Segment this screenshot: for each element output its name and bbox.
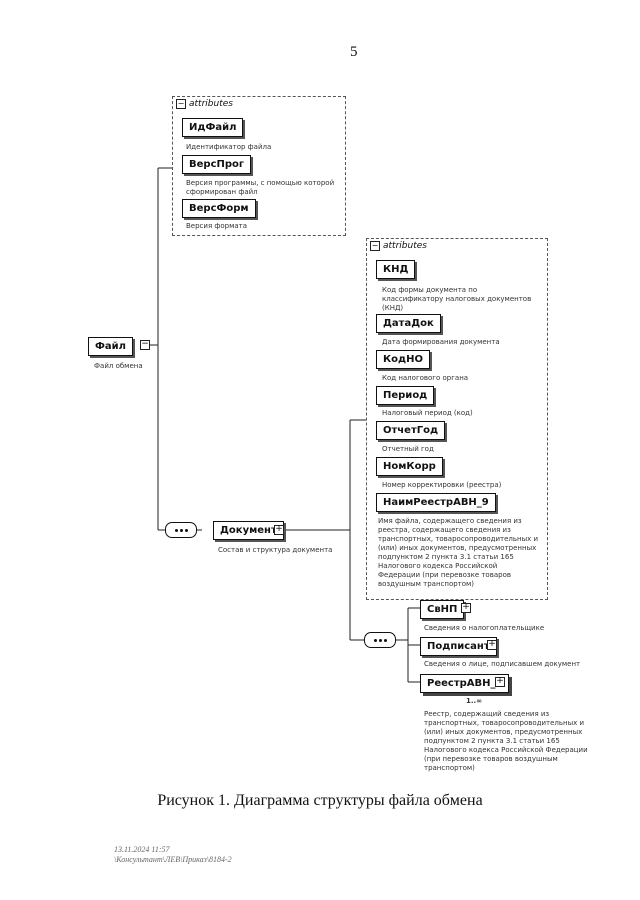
attr-datadok[interactable]: ДатаДок xyxy=(376,314,441,333)
multiplicity-label: 1..∞ xyxy=(466,697,483,705)
element-podpisant[interactable]: Подписант xyxy=(420,637,497,656)
element-svnp-desc: Сведения о налогоплательщике xyxy=(424,624,545,632)
attr-kodno[interactable]: КодНО xyxy=(376,350,430,369)
attr-versform[interactable]: ВерсФорм xyxy=(182,199,256,218)
attr-otchetgod[interactable]: ОтчетГод xyxy=(376,421,446,440)
attr-period-desc: Налоговый период (код) xyxy=(382,409,473,417)
attr-nomkorr-desc: Номер корректировки (реестра) xyxy=(382,481,502,489)
sequence-compositor[interactable] xyxy=(165,522,197,538)
collapse-icon[interactable]: − xyxy=(176,99,186,109)
attr-knd[interactable]: КНД xyxy=(376,260,416,279)
element-reestravn9-desc: Реестр, содержащий сведения из транспорт… xyxy=(424,710,588,772)
expand-icon[interactable]: + xyxy=(274,524,284,535)
page-number: 5 xyxy=(350,44,358,60)
root-element-desc: Файл обмена xyxy=(94,362,143,370)
root-element-label: Файл xyxy=(95,341,126,352)
attr-versprog[interactable]: ВерсПрог xyxy=(182,155,252,174)
expand-icon[interactable]: + xyxy=(461,602,471,613)
attr-naimreestr[interactable]: НаимРеестрАВН_9 xyxy=(376,493,496,512)
figure-caption: Рисунок 1. Диаграмма структуры файла обм… xyxy=(157,792,483,809)
file-attributes-header[interactable]: − attributes xyxy=(173,97,345,111)
expand-icon[interactable]: + xyxy=(487,639,497,650)
attributes-label: attributes xyxy=(189,99,233,109)
attr-kodno-desc: Код налогового органа xyxy=(382,374,469,382)
document-attributes-header[interactable]: − attributes xyxy=(367,239,547,253)
attr-versprog-desc: Версия программы, с помощью которой сфор… xyxy=(186,179,335,196)
document-attributes-box: − attributes xyxy=(366,238,548,600)
element-podpisant-desc: Сведения о лице, подписавшем документ xyxy=(424,660,581,668)
attr-nomkorr[interactable]: НомКорр xyxy=(376,457,443,476)
attributes-label: attributes xyxy=(383,241,427,251)
root-element-fail[interactable]: Файл xyxy=(88,337,133,356)
expand-icon[interactable]: + xyxy=(495,676,505,687)
print-stamp: 13.11.2024 11:57 \Консультант\ЛЕВ\Приказ… xyxy=(114,845,232,865)
attr-idfail-desc: Идентификатор файла xyxy=(186,143,272,151)
attr-datadok-desc: Дата формирования документа xyxy=(382,338,500,346)
element-reestravn9[interactable]: РеестрАВН_9 xyxy=(420,674,510,693)
attr-period[interactable]: Период xyxy=(376,386,435,405)
attr-idfail[interactable]: ИдФайл xyxy=(182,118,244,137)
attr-naimreestr-desc: Имя файла, содержащего сведения из реест… xyxy=(378,517,539,588)
collapse-icon[interactable]: − xyxy=(140,339,150,350)
sequence-compositor[interactable] xyxy=(364,632,396,648)
element-document-desc: Состав и структура документа xyxy=(218,546,333,554)
stamp-timestamp: 13.11.2024 11:57 xyxy=(114,845,170,854)
attr-otchetgod-desc: Отчетный год xyxy=(382,445,434,453)
attr-knd-desc: Код формы документа по классификатору на… xyxy=(382,286,532,312)
collapse-icon[interactable]: − xyxy=(370,241,380,251)
element-svnp[interactable]: СвНП xyxy=(420,600,465,619)
attr-versform-desc: Версия формата xyxy=(186,222,248,230)
stamp-path: \Консультант\ЛЕВ\Приказ\8184-2 xyxy=(114,855,232,864)
